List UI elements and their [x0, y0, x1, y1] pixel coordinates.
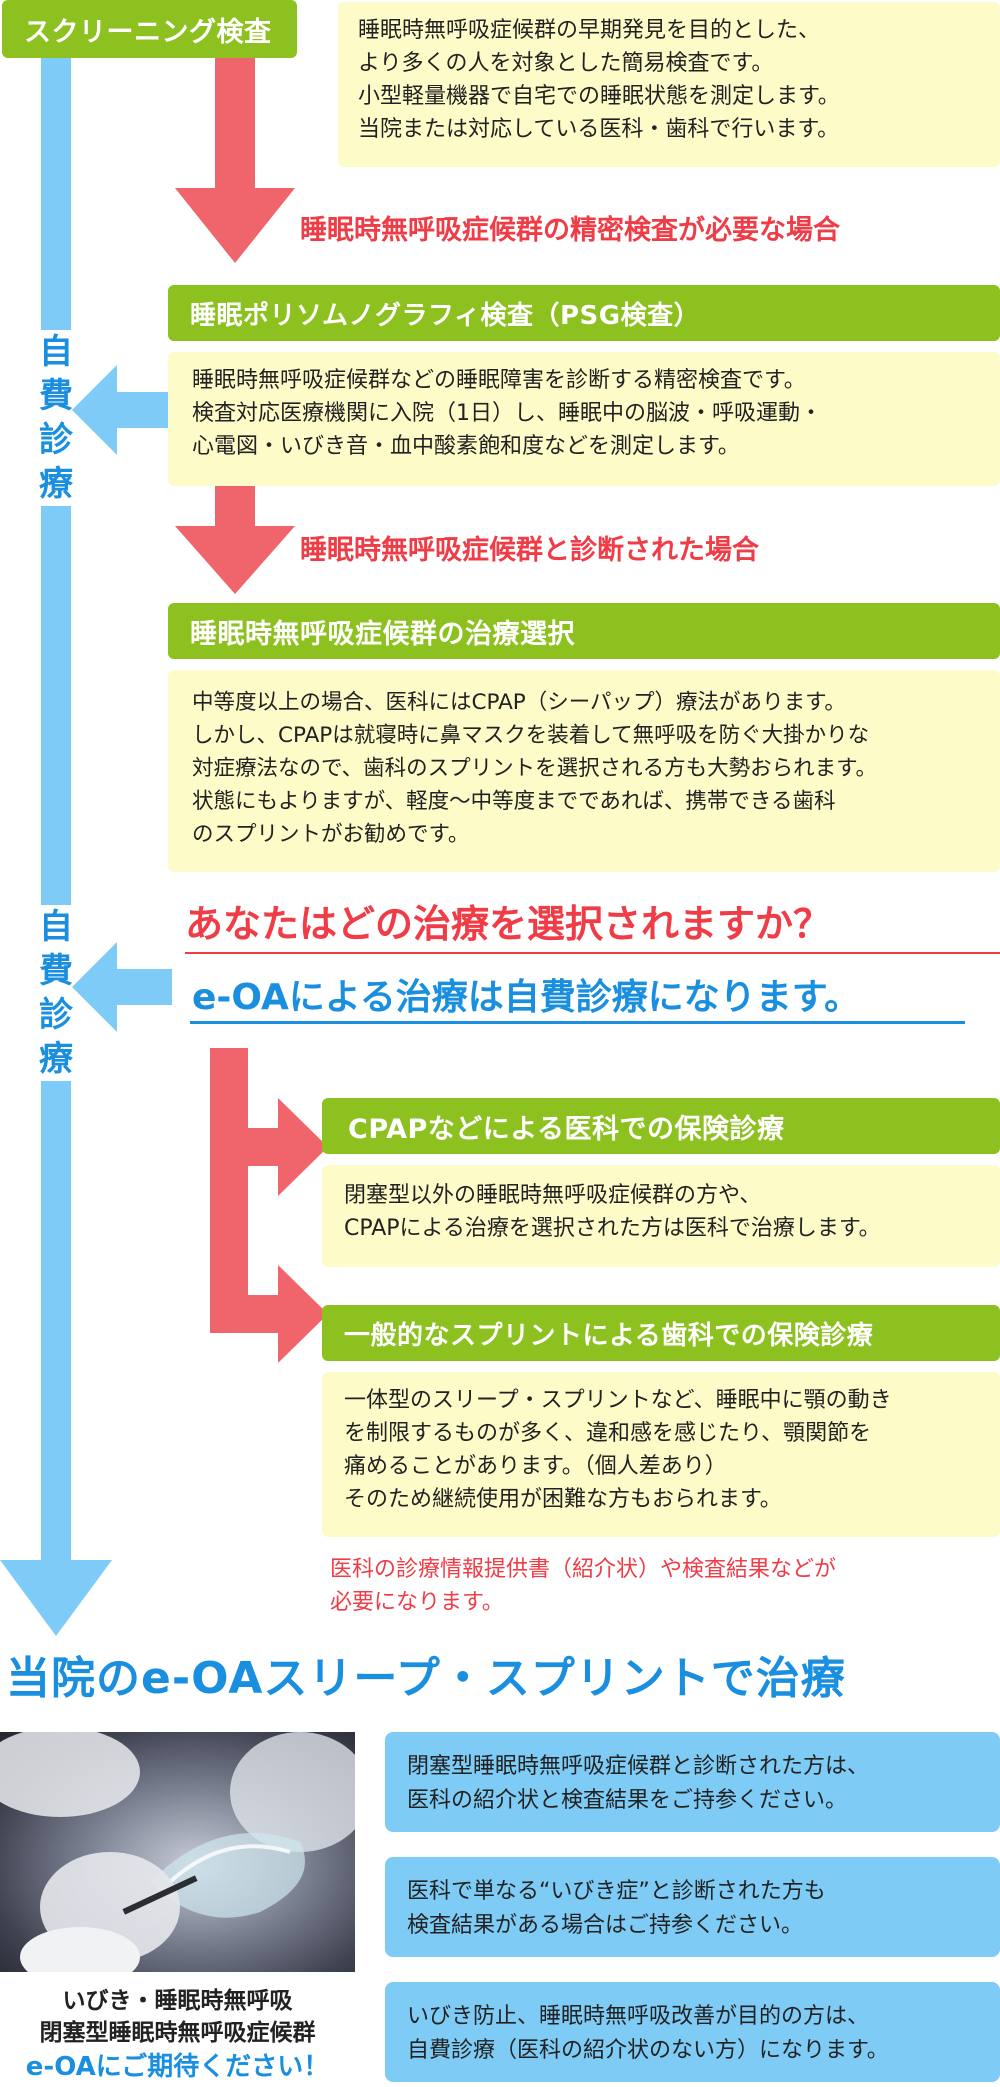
cpap-description: 閉塞型以外の睡眠時無呼吸症候群の方や、 CPAPによる治療を選択された方は医科で…: [322, 1165, 1000, 1267]
psg-label: 睡眠ポリソムノグラフィ検査（PSG検査）: [168, 285, 1000, 341]
cpap-label: CPAPなどによる医科での保険診療: [322, 1098, 1000, 1154]
red-branch-arrow-icon: [210, 1048, 328, 1363]
blue-arrow-left-icon: [72, 942, 172, 1032]
psg-description: 睡眠時無呼吸症候群などの睡眠障害を診断する精密検査です。 検査対応医療機関に入院…: [168, 352, 1000, 486]
question-heading: あなたはどの治療を選択されますか？: [185, 902, 832, 946]
splint-label: 一般的なスプリントによる歯科での保険診療: [322, 1305, 1000, 1361]
info-box-self-pay: いびき防止、睡眠時無呼吸改善が目的の方は、 自費診療（医科の紹介状のない方）にな…: [385, 1982, 1000, 2082]
red-arrow-down-icon: [175, 58, 295, 263]
eoa-self-pay-heading: e-OAによる治療は自費診療になります。: [192, 977, 861, 1018]
timeline-arrowhead-down: [0, 1560, 112, 1636]
self-pay-vertical-label-1: 自 費 診 療: [36, 330, 76, 506]
red-arrow-down-icon: [175, 486, 295, 594]
info-box-diagnosed: 閉塞型睡眠時無呼吸症候群と診断された方は、 医科の紹介状と検査結果をご持参くださ…: [385, 1732, 1000, 1832]
question-underline: [185, 952, 1000, 954]
note-diagnosed: 睡眠時無呼吸症候群と診断された場合: [300, 535, 759, 566]
screening-label: スクリーニング検査: [2, 0, 297, 58]
note-detailed-exam: 睡眠時無呼吸症候群の精密検査が必要な場合: [300, 215, 840, 246]
timeline-bar: [41, 40, 71, 1600]
referral-note: 医科の診療情報提供書（紹介状）や検査結果などが 必要になります。: [330, 1557, 837, 1615]
selection-label: 睡眠時無呼吸症候群の治療選択: [168, 603, 1000, 659]
e-oa-device-photo: [0, 1732, 355, 1972]
caption: いびき・睡眠時無呼吸 閉塞型睡眠時無呼吸症候群 e-OAにご期待ください！: [25, 1988, 330, 2082]
splint-description: 一体型のスリープ・スプリントなど、睡眠中に顎の動き を制限するものが多く、違和感…: [322, 1372, 1000, 1537]
eoa-underline: [190, 1021, 965, 1024]
clinic-heading: 当院のe-OAスリープ・スプリントで治療: [6, 1653, 846, 1704]
self-pay-vertical-label-2: 自 費 診 療: [36, 905, 76, 1081]
info-box-snoring: 医科で単なる“いびき症”と診断された方も 検査結果がある場合はご持参ください。: [385, 1857, 1000, 1957]
blue-arrow-left-icon: [72, 365, 172, 455]
selection-description: 中等度以上の場合、医科にはCPAP（シーパップ）療法があります。 しかし、CPA…: [168, 670, 1000, 872]
screening-description: 睡眠時無呼吸症候群の早期発見を目的とした、 より多くの人を対象とした簡易検査です…: [338, 2, 1000, 167]
